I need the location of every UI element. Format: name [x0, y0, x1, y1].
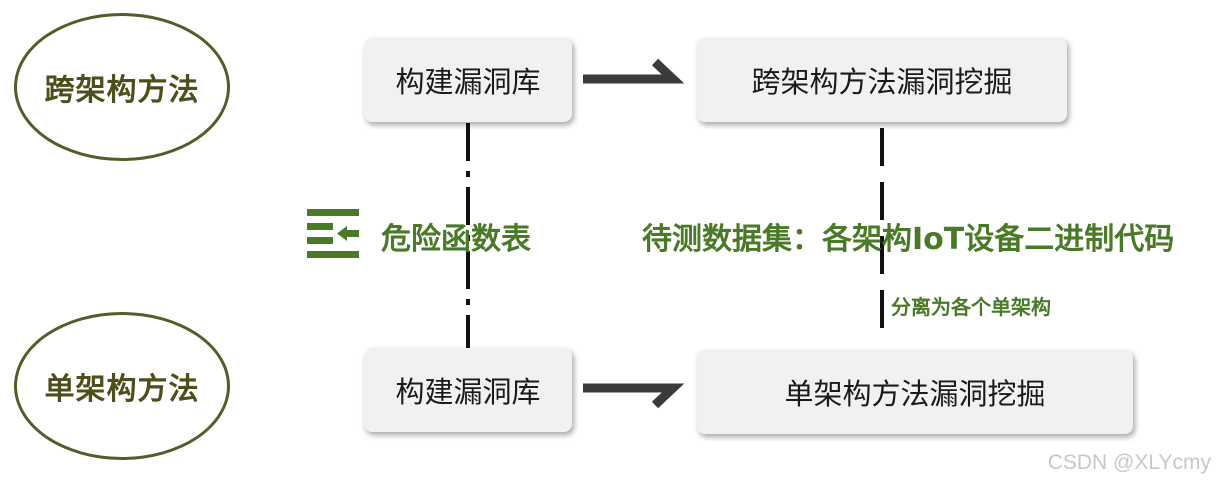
- dataset-label: 待测数据集：各架构IoT设备二进制代码: [642, 222, 1175, 257]
- bottom-left-box-label: 构建漏洞库: [395, 375, 541, 409]
- danger-table-label: 危险函数表: [381, 222, 531, 257]
- top-arrow: [583, 58, 685, 84]
- top-left-box-label: 构建漏洞库: [395, 65, 541, 99]
- list-arrow-icon: [307, 209, 359, 258]
- cross-arch-ellipse: 跨架构方法: [14, 13, 230, 161]
- top-right-box-label: 跨架构方法漏洞挖掘: [751, 65, 1013, 99]
- bottom-left-box: 构建漏洞库: [364, 348, 572, 432]
- cross-arch-label: 跨架构方法: [44, 73, 200, 108]
- top-left-box: 构建漏洞库: [364, 38, 572, 122]
- bottom-arrow: [583, 383, 685, 409]
- single-arch-label: 单架构方法: [44, 372, 200, 407]
- watermark: CSDN @XLYcmy: [1047, 451, 1211, 474]
- bottom-right-box: 单架构方法漏洞挖掘: [697, 350, 1133, 434]
- split-label: 分离为各个单架构: [891, 295, 1051, 319]
- bottom-right-box-label: 单架构方法漏洞挖掘: [784, 377, 1046, 411]
- single-arch-ellipse: 单架构方法: [14, 312, 230, 460]
- top-right-box: 跨架构方法漏洞挖掘: [697, 38, 1067, 122]
